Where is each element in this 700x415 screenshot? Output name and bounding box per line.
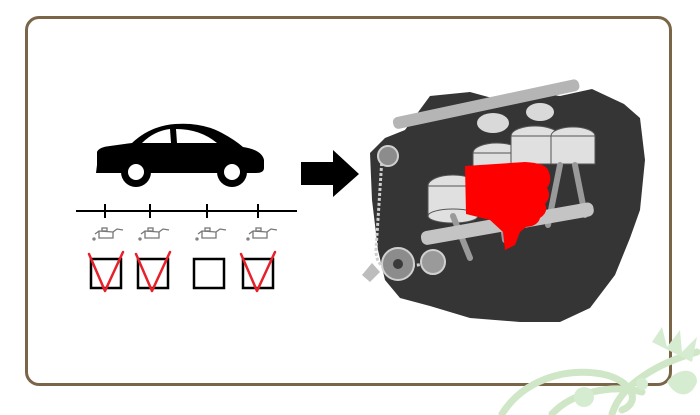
service-timeline (76, 204, 297, 218)
check-mark (134, 250, 172, 293)
oil-can-icon (246, 227, 278, 241)
check-mark (239, 250, 277, 293)
arrow-right-icon (301, 150, 359, 197)
service-checkbox-3 (192, 257, 226, 290)
car-icon (96, 123, 264, 187)
thumbs-down-icon (465, 162, 551, 250)
service-checkbox-1 (89, 257, 123, 290)
corner-ornament (498, 327, 700, 415)
oil-can-icon (138, 227, 170, 241)
oil-can-icon (195, 227, 227, 241)
service-checkbox-4 (241, 257, 275, 290)
check-mark (87, 250, 125, 293)
oil-can-icon (92, 227, 124, 241)
